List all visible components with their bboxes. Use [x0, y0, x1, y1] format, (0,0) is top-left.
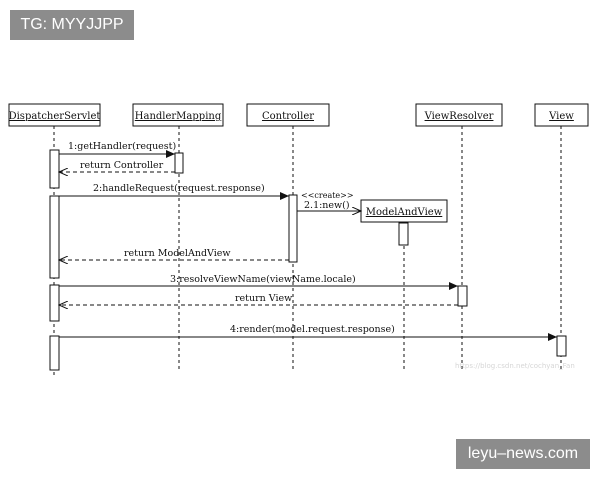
participant-label: HandlerMapping: [135, 111, 222, 122]
message-label-new: 2.1:new(): [304, 200, 350, 211]
message-label-handle-request: 2:handleRequest(request.response): [93, 183, 265, 194]
activation-controller: [288, 194, 298, 263]
participant-label: ViewResolver: [424, 111, 494, 122]
watermark-top-left: TG: MYYJJPP: [10, 10, 134, 40]
activation-handler-mapping: [174, 152, 184, 174]
activation-model-and-view: [398, 222, 409, 246]
participant-model-and-view: ModelAndView: [360, 199, 448, 223]
participant-view-resolver: ViewResolver: [415, 103, 503, 127]
message-label-resolve-view-name: 3:resolveViewName(viewName.locale): [170, 274, 356, 285]
participant-dispatcher-servlet: DispatcherServlet: [8, 103, 101, 127]
participant-controller: Controller: [246, 103, 330, 127]
message-label-create-stereotype: <<create>>: [301, 191, 354, 200]
participant-label: DispatcherServlet: [9, 111, 101, 122]
activation-view: [556, 335, 567, 357]
message-label-return-model-and-view: return ModelAndView: [124, 248, 231, 259]
activation-view-resolver: [457, 285, 468, 307]
activations: [49, 149, 567, 371]
activation-dispatcher-2: [49, 195, 60, 279]
participant-label: View: [548, 111, 574, 122]
watermark-bottom-right: leyu–news.com: [456, 439, 590, 469]
activation-dispatcher-4: [49, 335, 60, 371]
participant-view: View: [534, 103, 589, 127]
activation-dispatcher-1: [49, 149, 60, 189]
participant-handler-mapping: HandlerMapping: [132, 103, 224, 127]
watermark-faint-url: https://blog.csdn.net/cochyan_Fan: [455, 362, 575, 370]
activation-dispatcher-3: [49, 284, 60, 322]
message-label-return-view: return View: [235, 293, 292, 304]
message-label-return-controller: return Controller: [80, 160, 164, 171]
participant-label: Controller: [262, 111, 314, 122]
participant-label: ModelAndView: [366, 207, 443, 218]
message-label-render: 4:render(model.request.response): [230, 324, 395, 335]
message-arrows: [59, 150, 557, 341]
message-label-get-handler: 1:getHandler(request): [68, 141, 176, 152]
